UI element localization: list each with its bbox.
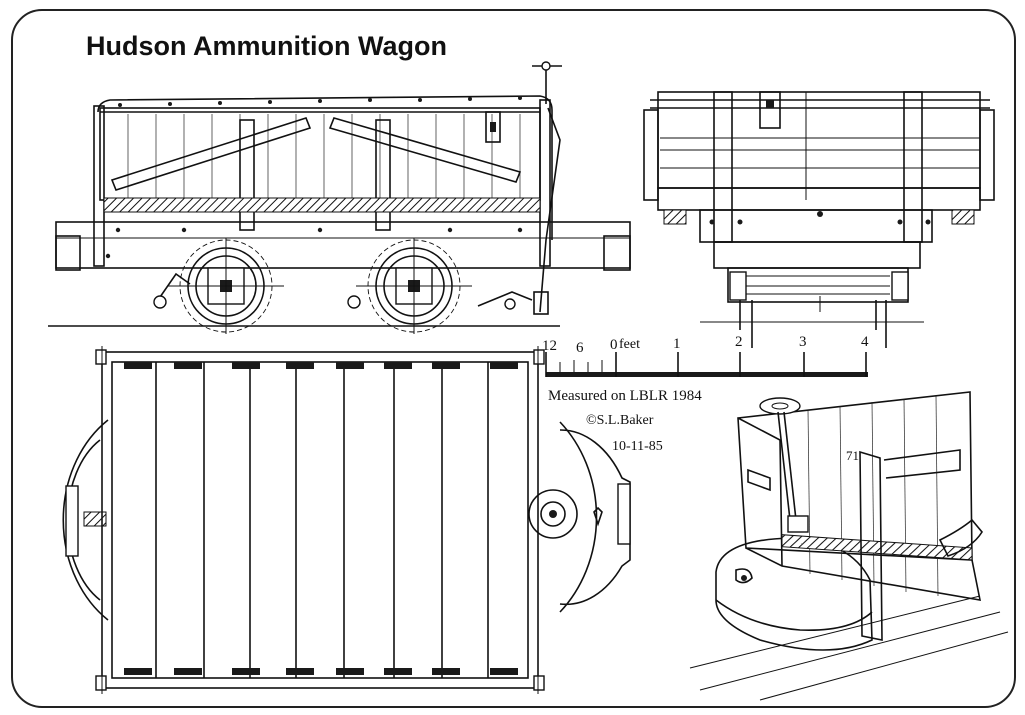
end-elevation — [643, 91, 995, 348]
side-elevation — [48, 61, 631, 334]
credit-copyright: ©S.L.Baker — [586, 413, 654, 428]
scale-bar: 12 6 0 feet 1 2 3 4 — [542, 334, 869, 377]
scale-label-4: 4 — [861, 334, 869, 350]
credit-measured: Measured on LBLR 1984 — [548, 388, 702, 404]
scale-label-3: 3 — [799, 334, 807, 350]
scale-label-6: 6 — [576, 340, 584, 356]
side-wheel-right — [356, 238, 472, 334]
scale-label-1: 1 — [673, 336, 681, 352]
drawing-title: Hudson Ammunition Wagon — [86, 31, 447, 61]
wagon-number-mark: 71 — [846, 448, 859, 463]
scale-label-12: 12 — [542, 338, 557, 354]
sheet-border — [11, 9, 1016, 708]
scale-label-0: 0 — [610, 337, 618, 353]
credit-date: 10-11-85 — [612, 439, 663, 454]
perspective-sketch: 71 — [689, 391, 1009, 701]
plan-view — [62, 346, 631, 694]
side-wheel-left — [168, 238, 284, 334]
scale-unit-feet: feet — [619, 337, 640, 352]
scale-label-2: 2 — [735, 334, 743, 350]
